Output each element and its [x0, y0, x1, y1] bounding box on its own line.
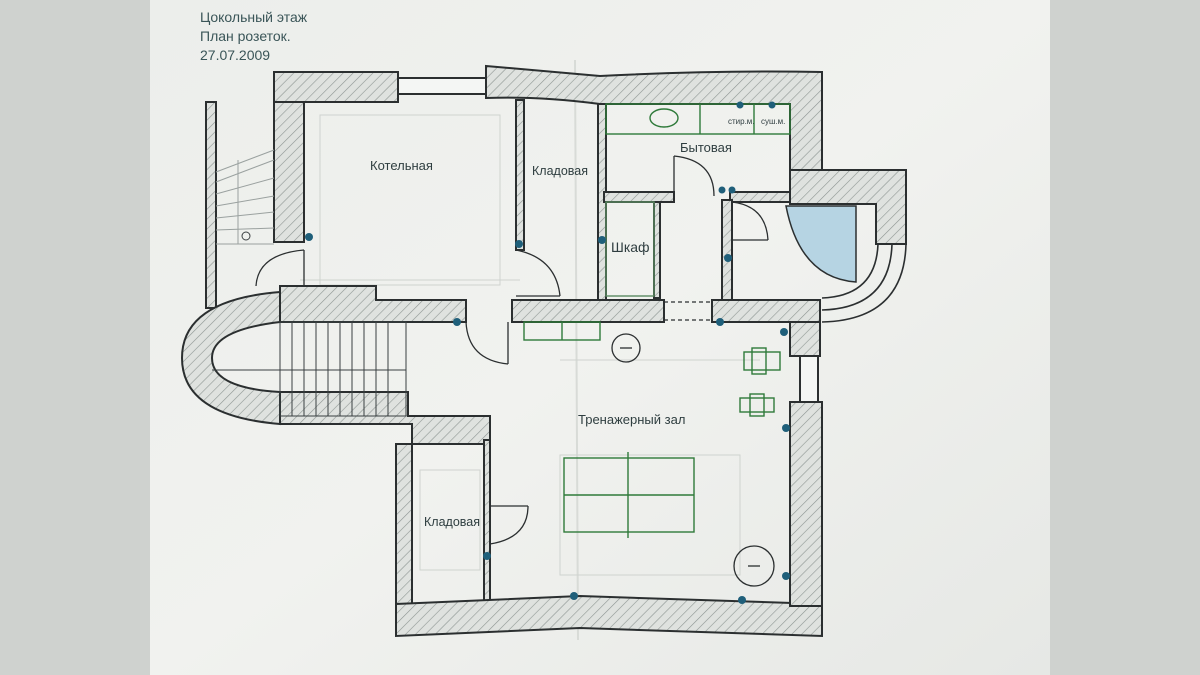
wall-top-left: [273, 71, 399, 103]
wall-storage-left: [395, 443, 413, 611]
stairs: [212, 149, 407, 417]
label-utility: Бытовая: [680, 140, 732, 155]
plan-header: Цокольный этаж План розеток. 27.07.2009: [200, 9, 308, 63]
bath-curved-wall: [821, 243, 907, 323]
label-gym: Тренажерный зал: [578, 412, 685, 427]
socket-gym-right-bottom: [782, 572, 790, 580]
sink-icon: [649, 108, 679, 128]
header-floor: Цокольный этаж: [200, 9, 308, 25]
paper-fold: [574, 59, 579, 641]
door-storage: [515, 249, 561, 297]
wall-utility-bottom-right: [729, 191, 793, 203]
header-date: 27.07.2009: [200, 47, 270, 63]
left-background: [0, 0, 150, 675]
door-boiler-left: [255, 249, 305, 287]
wall-boiler-storage: [515, 99, 525, 251]
wall-storage-gym: [483, 439, 491, 611]
label-closet: Шкаф: [611, 239, 650, 255]
socket-utility-1: [718, 186, 726, 194]
exercise-machine-2: [739, 397, 775, 413]
window-top: [397, 77, 487, 95]
fixtures: [523, 103, 791, 538]
wall-closet: [653, 201, 661, 299]
wall-stair-rail: [205, 101, 217, 309]
opening-dashed: [664, 301, 712, 321]
socket-gym-right: [782, 424, 790, 432]
label-boiler: Котельная: [370, 158, 433, 173]
wall-top-right: [485, 64, 823, 171]
wall-right-bump: [789, 169, 907, 245]
label-dryer: суш.м.: [761, 117, 785, 126]
closet-outline: [605, 201, 655, 297]
underlay-lines: [300, 114, 760, 576]
round-object-1: [611, 333, 641, 363]
wall-gym-right-top: [789, 321, 821, 357]
wall-utility-bottom: [603, 191, 675, 203]
socket-storage-bottom: [483, 552, 491, 560]
corner-bath: [785, 205, 857, 283]
label-washer: стир.м.: [728, 117, 755, 126]
doors: [255, 155, 769, 545]
wall-middle-right: [711, 299, 821, 323]
wall-bath-left: [721, 199, 733, 301]
door-gym: [465, 321, 509, 365]
utility-counter: [605, 103, 791, 135]
socket-gym-bottom: [570, 592, 578, 600]
socket-gym-bottom-right: [738, 596, 746, 604]
sockets: [305, 101, 790, 604]
socket-gym-top: [716, 318, 724, 326]
door-storage-bottom: [489, 505, 529, 545]
socket-boiler: [305, 233, 313, 241]
round-object-2: [733, 545, 775, 587]
wall-boiler-left: [273, 101, 305, 243]
round-objects: [611, 333, 775, 587]
socket-bath: [724, 254, 732, 262]
exercise-machine-1: [743, 351, 781, 371]
socket-utility-2: [728, 186, 736, 194]
socket-stair-top: [453, 318, 461, 326]
label-storage-top: Кладовая: [532, 164, 588, 178]
header-plan: План розеток.: [200, 28, 291, 44]
wall-bottom: [395, 594, 823, 638]
room-labels: Котельная Кладовая Бытовая Шкаф Тренажер…: [370, 117, 785, 529]
socket-dryer: [768, 101, 776, 109]
wall-gym-right: [789, 401, 823, 607]
walls: [180, 64, 907, 638]
door-utility: [673, 155, 715, 197]
window-right: [799, 355, 819, 403]
right-background: [1050, 0, 1200, 675]
socket-boiler-right: [515, 240, 523, 248]
socket-washer: [736, 101, 744, 109]
wall-middle-center: [511, 299, 665, 323]
label-storage-bottom: Кладовая: [424, 515, 480, 529]
door-bath: [731, 201, 769, 241]
socket-storage: [598, 236, 606, 244]
socket-gym-right-top: [780, 328, 788, 336]
